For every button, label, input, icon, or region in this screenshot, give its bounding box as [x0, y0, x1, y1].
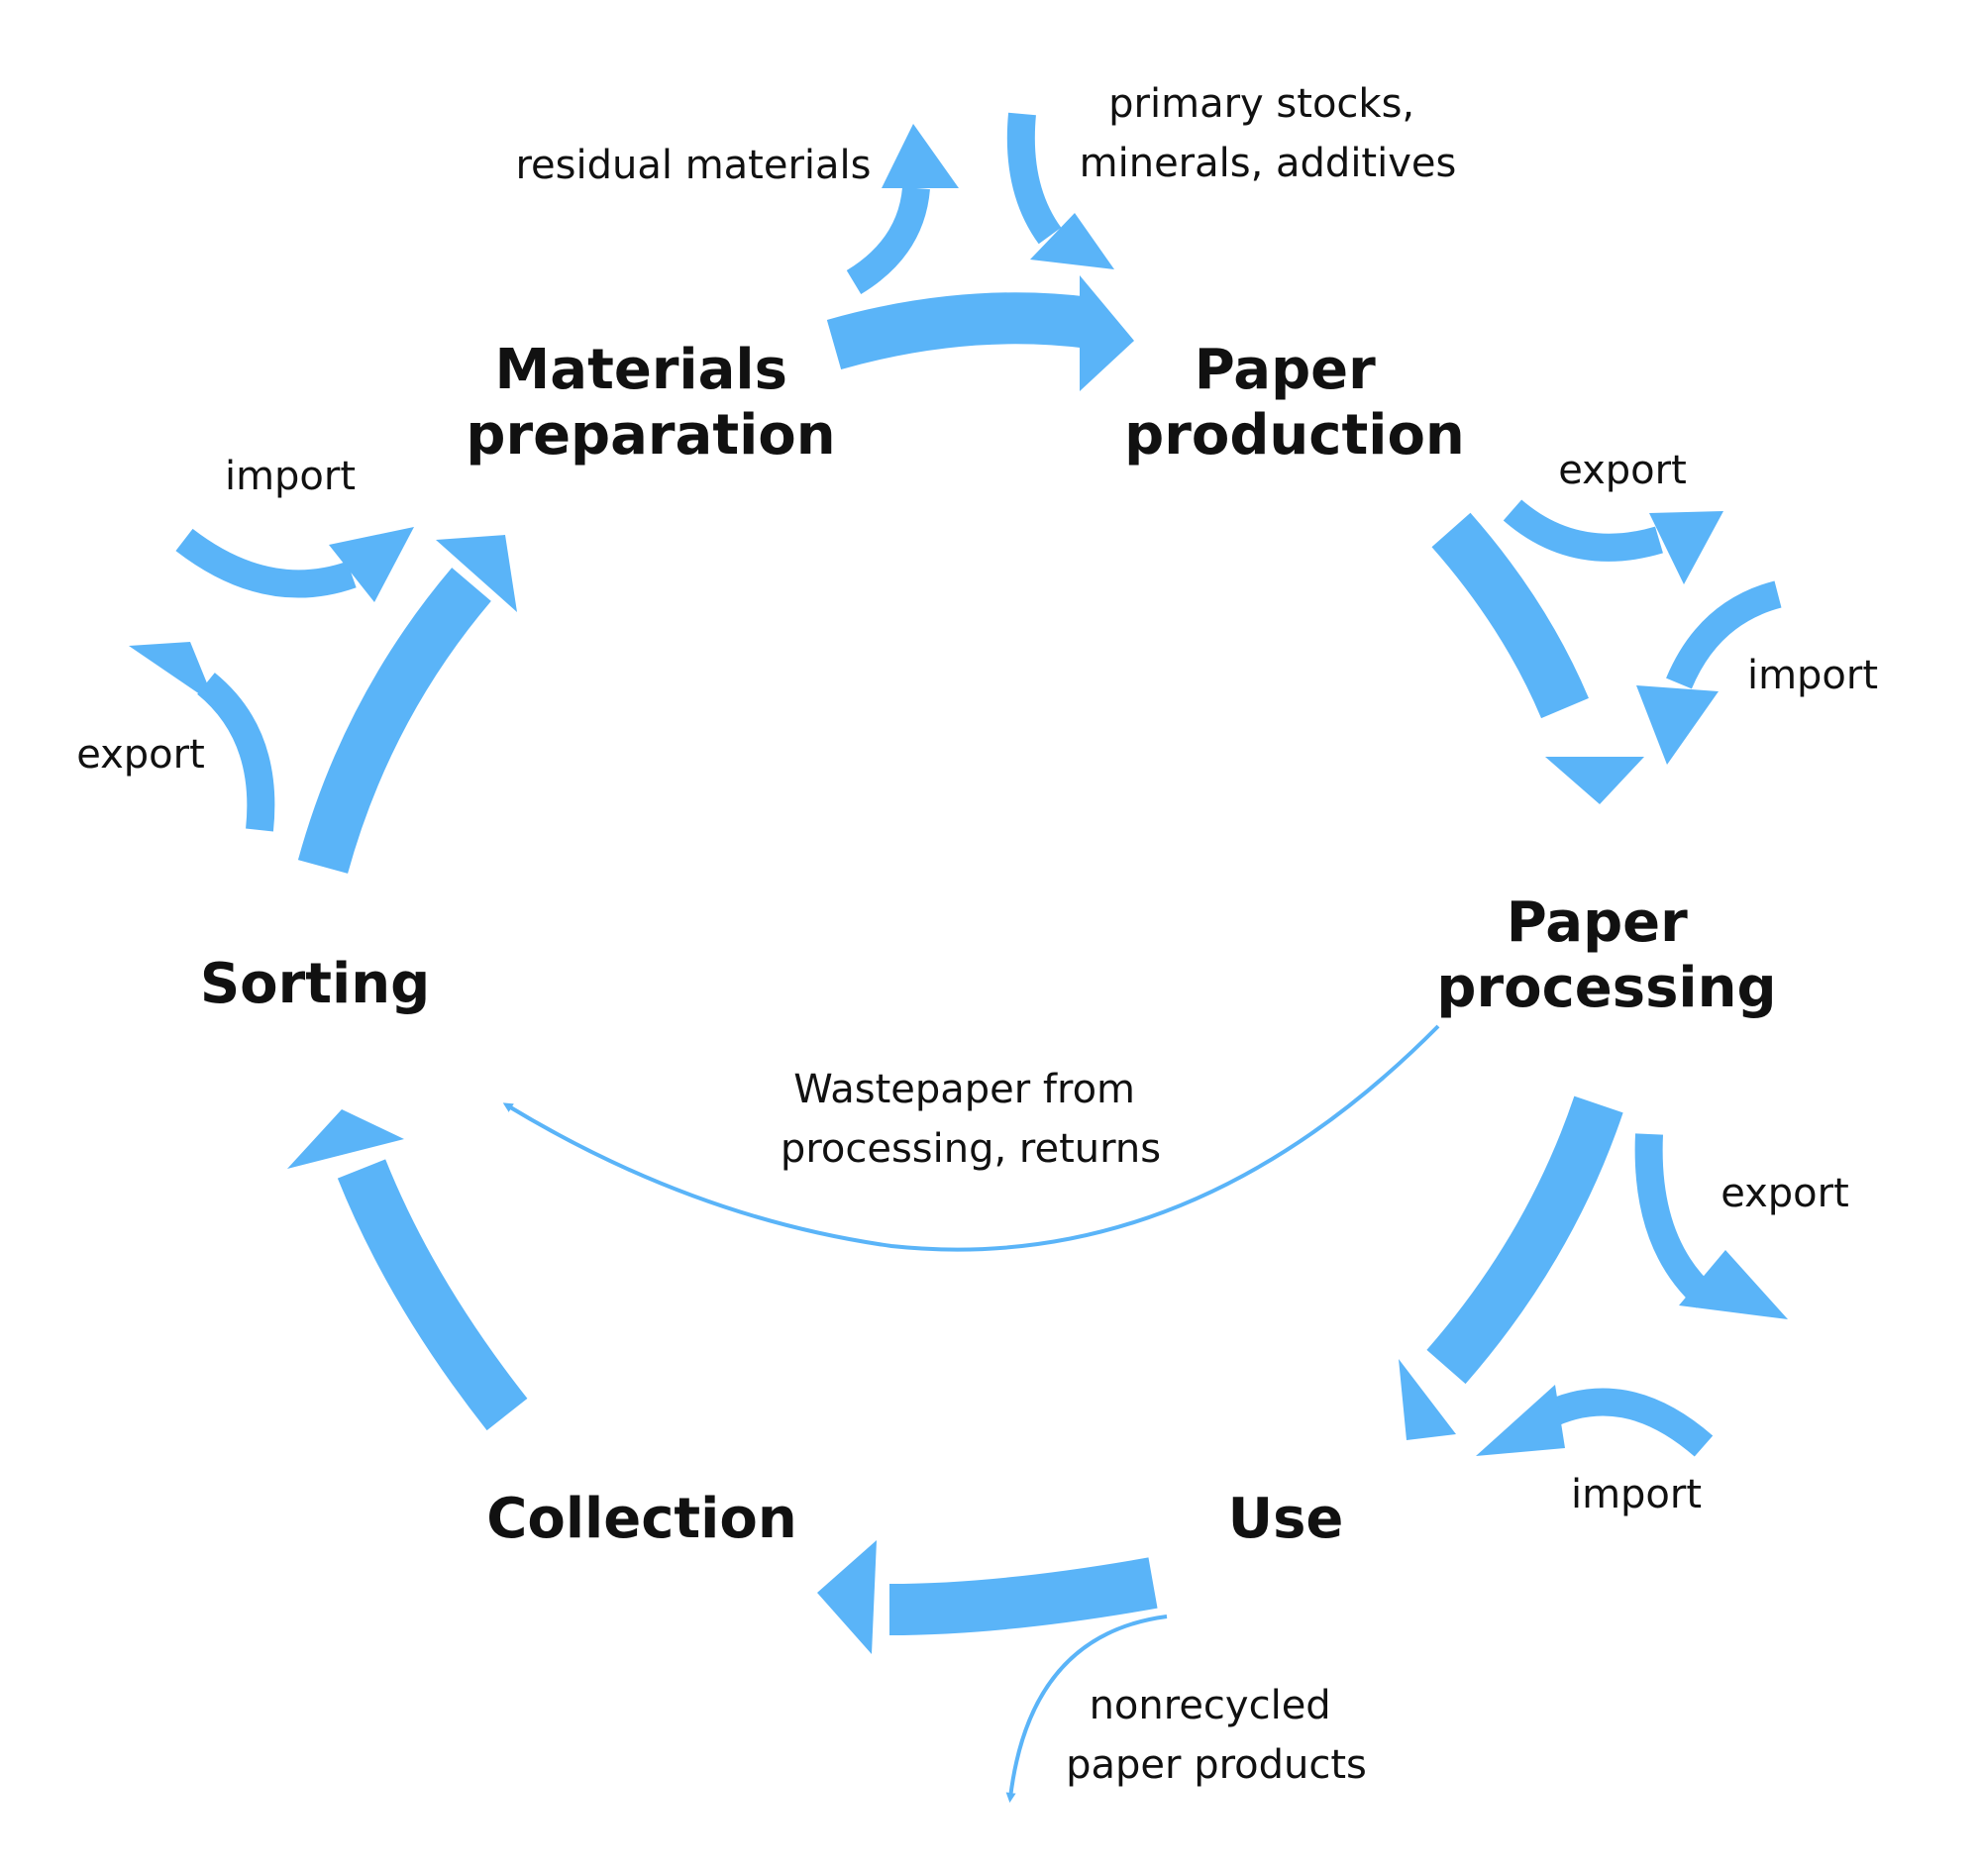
- node-sorting: Sorting: [200, 952, 430, 1016]
- label-production-export: export: [1558, 448, 1687, 493]
- materials-to-production-arrow: [826, 275, 1134, 391]
- sorting-export-arrow: [129, 642, 275, 832]
- label-sorting-import: import: [225, 454, 356, 499]
- processing-to-use-arrow: [1399, 1095, 1623, 1440]
- processing-export-arrow: [1634, 1133, 1788, 1319]
- production-export-arrow: [1503, 499, 1723, 584]
- wastepaper-return-arrow: [502, 1024, 1440, 1252]
- collection-to-sorting-arrow: [287, 1109, 528, 1431]
- label-nonrecycled: nonrecycled paper products: [1066, 1683, 1367, 1788]
- sorting-to-materials-arrow: [297, 535, 517, 874]
- process-stage-labels: Materials preparation Paper production P…: [200, 338, 1777, 1551]
- node-collection: Collection: [486, 1487, 796, 1551]
- primary-stocks-arrow: [1006, 112, 1114, 269]
- processing-import-arrow: [1476, 1385, 1714, 1457]
- label-residual-materials: residual materials: [515, 143, 871, 188]
- label-production-import: import: [1747, 653, 1878, 698]
- label-wastepaper: Wastepaper from processing, returns: [781, 1067, 1161, 1172]
- flow-arrows: [129, 112, 1788, 1803]
- label-primary-stocks: primary stocks, minerals, additives: [1080, 81, 1457, 186]
- label-processing-import: import: [1571, 1472, 1702, 1517]
- node-paper-production: Paper production: [1124, 338, 1465, 468]
- node-use: Use: [1228, 1487, 1344, 1551]
- production-to-processing-arrow: [1431, 512, 1644, 804]
- use-to-collection-arrow: [817, 1540, 1158, 1654]
- residual-materials-arrow: [846, 124, 959, 294]
- node-paper-processing: Paper processing: [1436, 890, 1776, 1020]
- label-processing-export: export: [1720, 1171, 1849, 1216]
- sorting-import-arrow: [175, 527, 414, 602]
- label-sorting-export: export: [76, 732, 205, 778]
- node-materials-preparation: Materials preparation: [466, 338, 835, 468]
- production-import-arrow: [1636, 580, 1782, 765]
- flow-labels: residual materials primary stocks, miner…: [76, 81, 1878, 1788]
- nonrecycled-arrow: [1005, 1615, 1168, 1803]
